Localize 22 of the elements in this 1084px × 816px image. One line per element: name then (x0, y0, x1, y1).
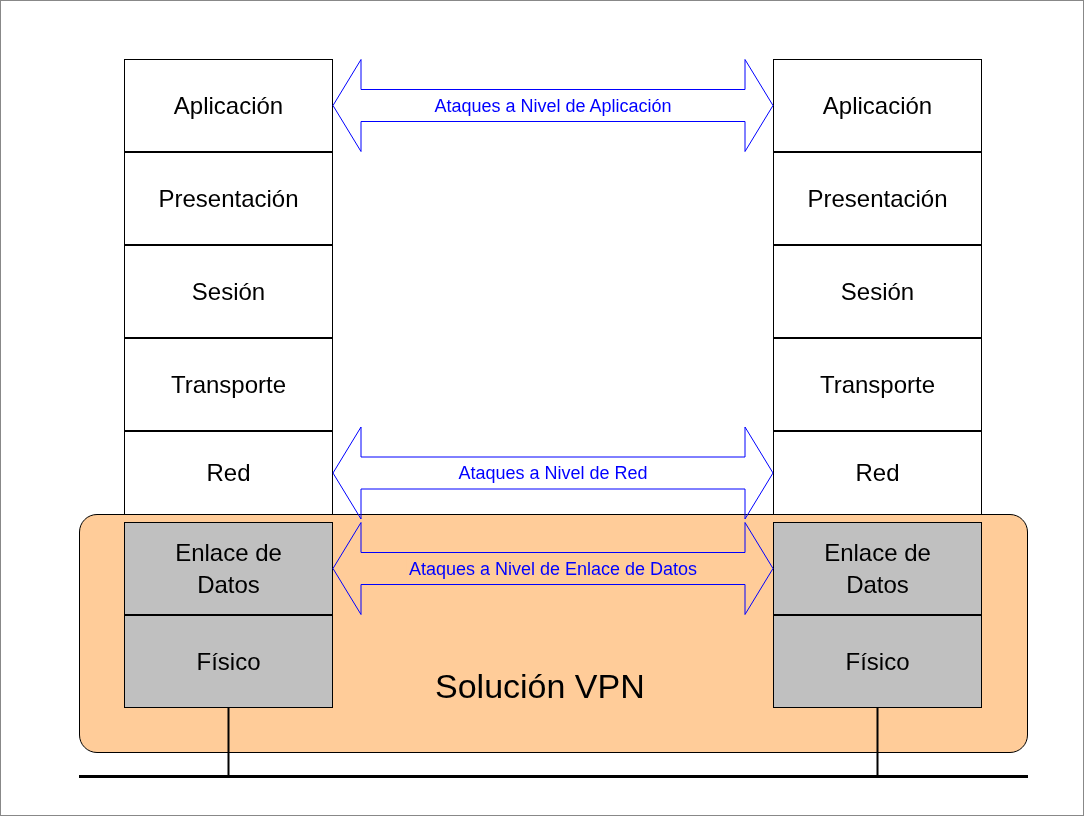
vpn-region (79, 514, 1028, 753)
network-bus-line (79, 775, 1028, 778)
layer-box: Enlace de Datos (124, 522, 333, 615)
double-block-arrow (332, 522, 774, 615)
layer-box: Aplicación (124, 59, 333, 152)
layer-box: Red (773, 431, 982, 515)
layer-box: Presentación (124, 152, 333, 245)
connector-line (876, 707, 879, 776)
layer-box: Sesión (124, 245, 333, 338)
layer-box: Físico (124, 615, 333, 708)
double-block-arrow (332, 59, 774, 152)
region-label: Solución VPN (435, 667, 645, 706)
layer-box: Red (124, 431, 333, 515)
double-block-arrow (332, 426, 774, 520)
layer-box: Enlace de Datos (773, 522, 982, 615)
layer-box: Transporte (773, 338, 982, 431)
layer-box: Aplicación (773, 59, 982, 152)
connector-line (227, 707, 230, 776)
layer-box: Físico (773, 615, 982, 708)
layer-box: Presentación (773, 152, 982, 245)
layer-box: Transporte (124, 338, 333, 431)
layer-box: Sesión (773, 245, 982, 338)
